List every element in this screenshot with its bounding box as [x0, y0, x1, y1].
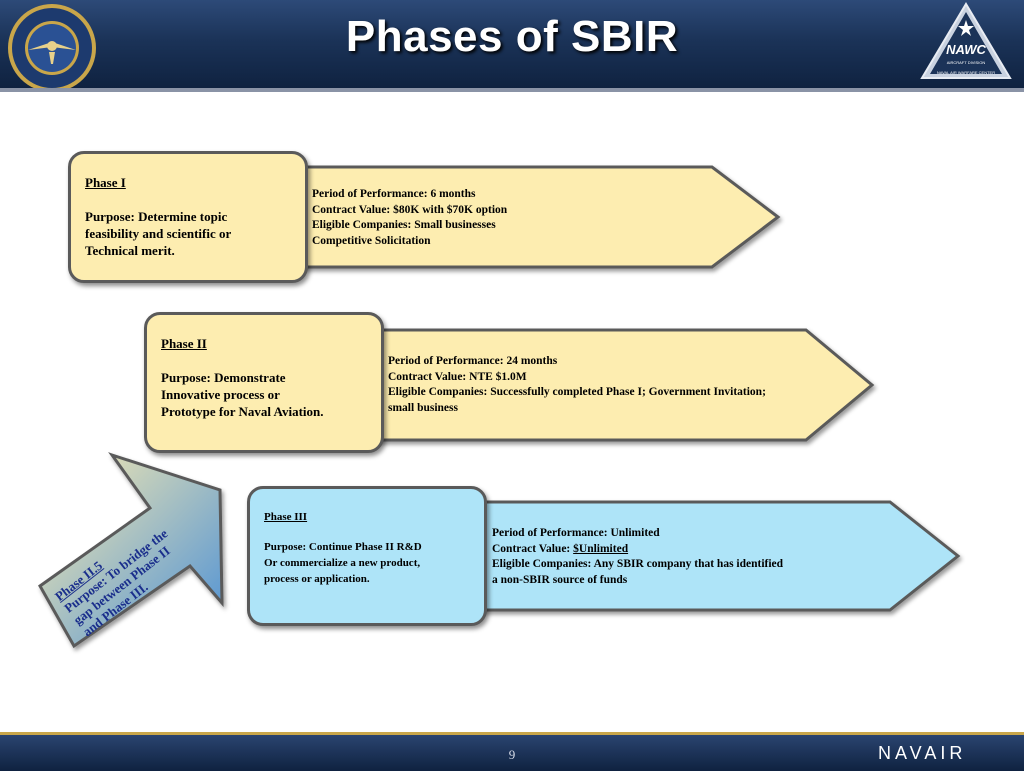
phase-2-detail-line: Contract Value: NTE $1.0M — [388, 370, 527, 383]
phase-3-detail-line: Eligible Companies: Any SBIR company tha… — [492, 558, 784, 570]
phase-1-detail-line: Period of Performance: 6 months — [312, 188, 476, 200]
phase-1-detail-line: Contract Value: $80K with $70K option — [312, 203, 508, 216]
footer-bar: 9 NAVAIR — [0, 732, 1024, 771]
phase-3-box: Phase III Purpose: Continue Phase II R&D… — [247, 486, 487, 626]
phase-2-box: Phase II Purpose: Demonstrate Innovative… — [144, 312, 384, 453]
logo-text: NAWC — [946, 42, 986, 57]
phase-3-contract-value: $Unlimited — [573, 542, 629, 555]
page-number: 9 — [508, 747, 516, 762]
phase-2-purpose: Purpose: Demonstrate Innovative process … — [161, 370, 324, 419]
phase-2-5-bridge-arrow — [38, 452, 224, 649]
phase-3-detail-line: a non-SBIR source of funds — [492, 573, 628, 586]
navair-logo-text: NAVAIR — [878, 743, 967, 763]
logo-subtext: AIRCRAFT DIVISION — [947, 60, 986, 65]
header-bar: Phases of SBIR NAWC AIRCRAFT DIVISION NA… — [0, 0, 1024, 92]
phase-1-title: Phase I — [85, 175, 126, 190]
phase-2-detail-line: small business — [388, 401, 458, 414]
phase-3-details: Period of Performance: Unlimited Contrac… — [492, 526, 783, 588]
phase-3-contract-label: Contract Value: — [492, 542, 574, 555]
page-title: Phases of SBIR — [345, 12, 679, 61]
logo-caption: NAVAL AIR WARFARE CENTER — [937, 70, 995, 75]
phase-3-detail-line: Period of Performance: Unlimited — [492, 527, 660, 539]
phase-1-purpose: Purpose: Determine topic feasibility and… — [85, 209, 232, 258]
phase-1-detail-line: Eligible Companies: Small businesses — [312, 219, 496, 231]
phase-2-detail-line: Period of Performance: 24 months — [388, 355, 558, 367]
phase-2-detail-line: Eligible Companies: Successfully complet… — [388, 386, 766, 398]
phase-2-title: Phase II — [161, 336, 207, 351]
phase-3-contract-line: Contract Value: $Unlimited — [492, 542, 783, 558]
phase-3-title: Phase III — [264, 511, 308, 523]
naval-air-systems-command-seal-icon — [8, 4, 96, 92]
phase-2-details: Period of Performance: 24 months Contrac… — [388, 354, 766, 416]
nawc-logo-icon: NAWC AIRCRAFT DIVISION NAVAL AIR WARFARE… — [920, 2, 1012, 79]
phase-1-box: Phase I Purpose: Determine topic feasibi… — [68, 151, 308, 283]
phase-1-detail-line: Competitive Solicitation — [312, 234, 431, 247]
phase-1-details: Period of Performance: 6 months Contract… — [312, 187, 507, 249]
header-divider — [0, 88, 1024, 92]
phase-3-purpose: Purpose: Continue Phase II R&D Or commer… — [264, 541, 422, 585]
